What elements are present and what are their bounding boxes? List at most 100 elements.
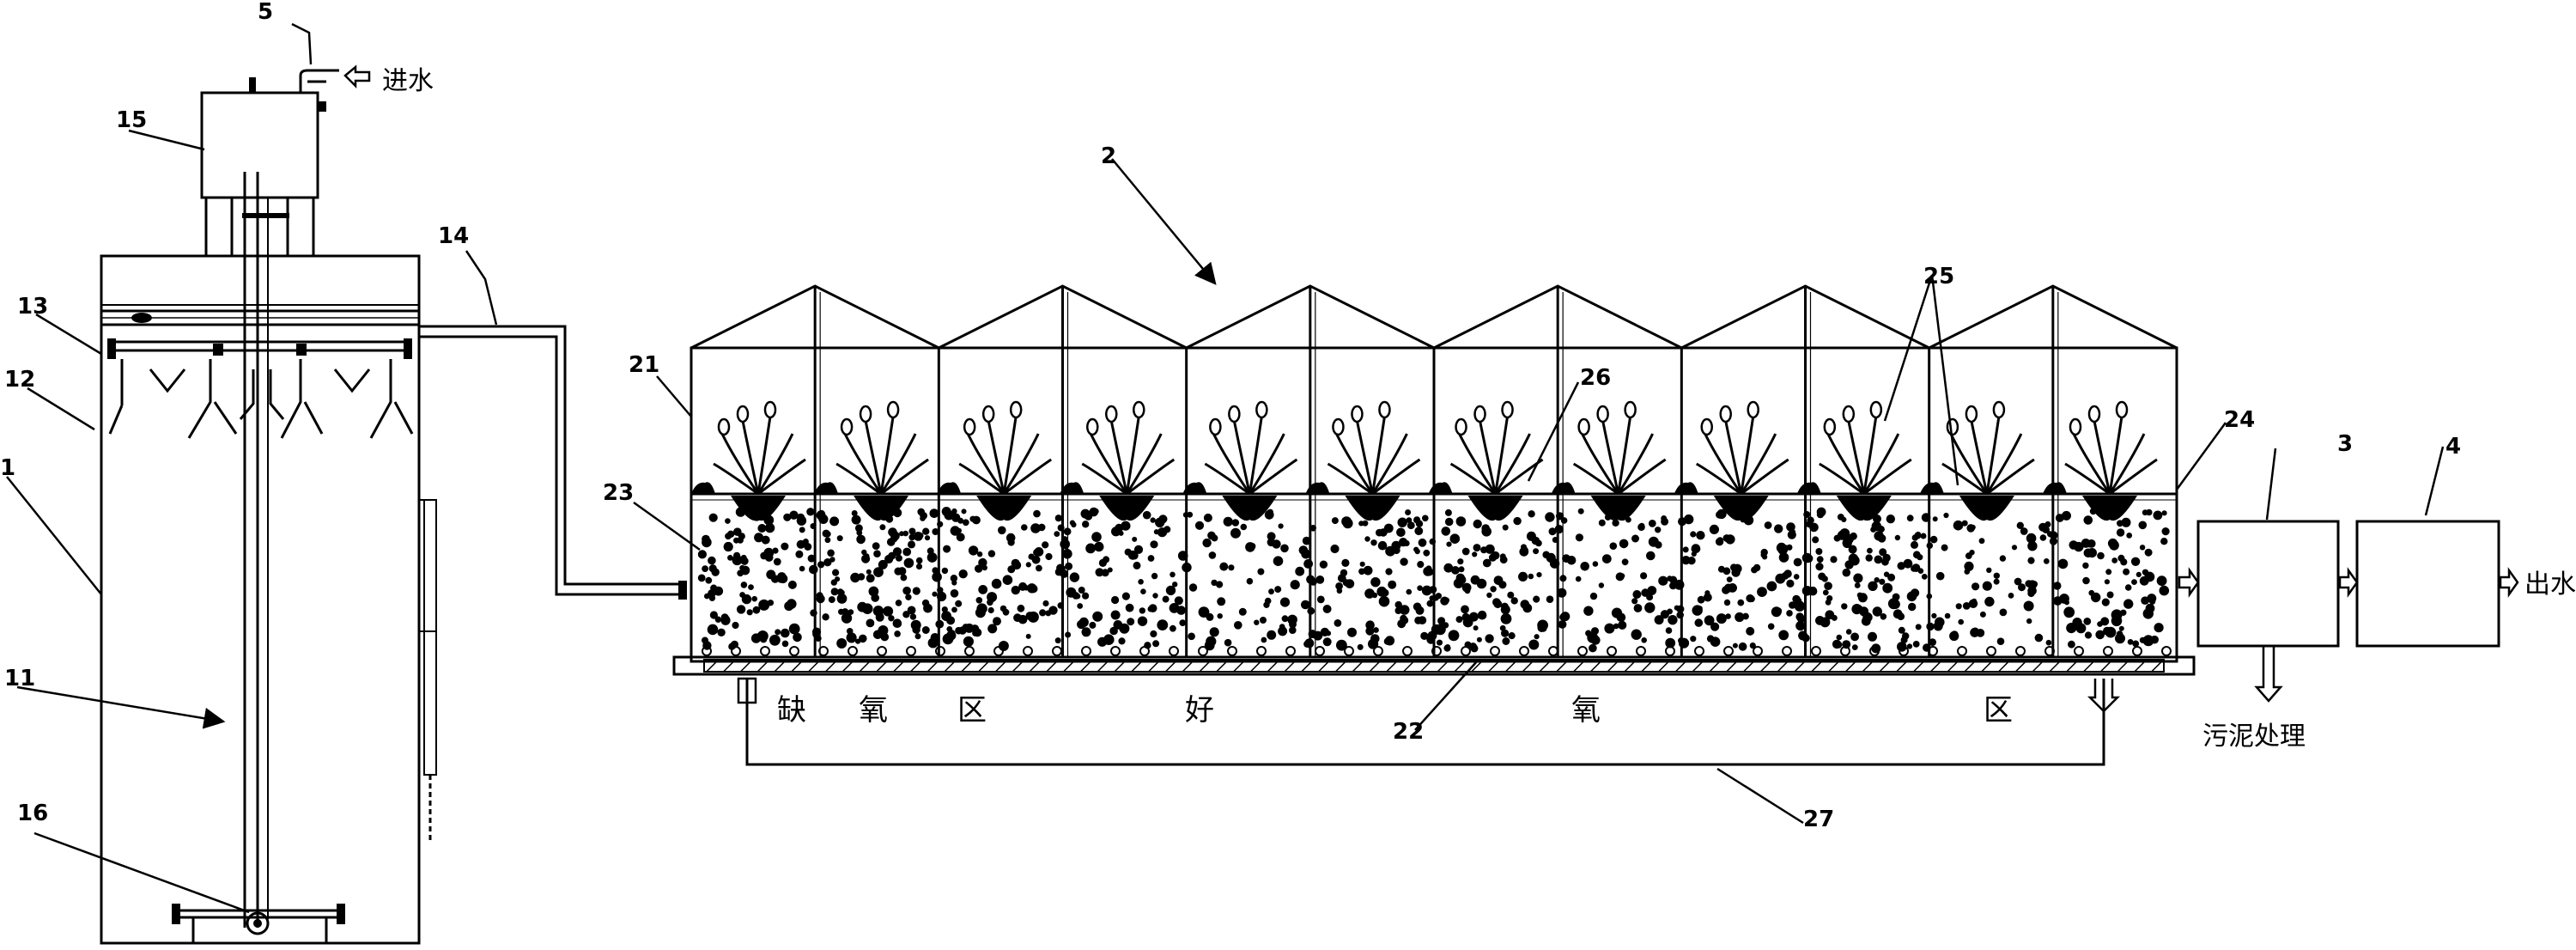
media-particle xyxy=(1444,508,1452,516)
media-particle xyxy=(902,586,911,595)
media-particle xyxy=(1007,565,1016,574)
media-particle xyxy=(1415,520,1424,527)
media-particle xyxy=(1335,582,1343,590)
media-particle xyxy=(1264,509,1274,520)
media-particle xyxy=(1337,574,1346,582)
media-particle xyxy=(1392,546,1400,555)
media-particle xyxy=(1837,514,1844,521)
media-particle xyxy=(2149,598,2156,605)
media-particle xyxy=(1091,532,1102,542)
media-particle xyxy=(1978,538,1985,545)
media-particle xyxy=(1611,607,1623,618)
media-particle xyxy=(1457,558,1464,565)
media-particle xyxy=(1414,527,1424,536)
media-particle xyxy=(1778,552,1789,563)
media-particle xyxy=(2118,625,2124,631)
media-particle xyxy=(708,513,718,522)
media-particle xyxy=(2027,541,2038,551)
media-particle xyxy=(1943,512,1949,519)
media-particle xyxy=(2039,534,2047,541)
zone-char-2: 氧 xyxy=(859,693,888,728)
media-particle xyxy=(732,555,743,566)
media-pebble xyxy=(731,646,741,656)
media-particle xyxy=(750,633,762,643)
media-particle xyxy=(1435,624,1446,636)
media-particle xyxy=(1274,586,1282,594)
media-particle xyxy=(2042,526,2050,533)
inlet-pipe xyxy=(299,64,371,93)
media-particle xyxy=(1127,618,1135,626)
media-particle xyxy=(738,533,745,540)
media-particle xyxy=(888,615,895,622)
media-particle xyxy=(2083,515,2093,525)
media-particle xyxy=(1077,603,1084,609)
media-pebble xyxy=(1081,646,1091,656)
media-particle xyxy=(1025,633,1031,639)
media-particle xyxy=(1520,600,1530,609)
media-particle xyxy=(1566,556,1577,565)
media-particle xyxy=(1619,539,1629,549)
media-particle xyxy=(880,632,890,642)
media-particle xyxy=(1267,532,1276,541)
media-particle xyxy=(2097,551,2105,560)
media-particle xyxy=(1660,610,1669,619)
media-particle xyxy=(1423,549,1431,557)
media-particle xyxy=(723,541,733,552)
media-particle xyxy=(1592,561,1599,567)
media-particle xyxy=(741,594,752,605)
media-particle xyxy=(1556,512,1564,521)
media-particle xyxy=(1853,573,1863,583)
media-particle xyxy=(861,554,871,563)
media-particle xyxy=(1690,636,1697,642)
media-particle xyxy=(1510,597,1518,605)
media-particle xyxy=(1868,631,1877,642)
media-particle xyxy=(902,611,910,618)
media-particle xyxy=(1074,593,1081,600)
media-particle xyxy=(827,549,835,557)
media-particle xyxy=(1179,619,1187,626)
media-particle xyxy=(1420,631,1429,641)
media-particle xyxy=(1316,595,1325,604)
media-particle xyxy=(1676,605,1685,613)
media-particle xyxy=(1704,615,1715,626)
media-particle xyxy=(1834,641,1843,649)
media-particle xyxy=(1322,605,1332,613)
media-particle xyxy=(1208,551,1217,559)
media-particle xyxy=(854,524,863,533)
media-particle xyxy=(1933,621,1943,631)
media-particle xyxy=(2064,600,2069,606)
media-particle xyxy=(1309,578,1317,586)
label-14: 14 xyxy=(438,223,469,249)
media-particle xyxy=(866,574,875,583)
media-particle xyxy=(1219,562,1229,571)
media-particle xyxy=(2055,514,2064,522)
media-particle xyxy=(2161,510,2167,516)
media-particle xyxy=(1451,566,1460,575)
media-particle xyxy=(1795,612,1804,621)
media-particle xyxy=(987,624,998,634)
media-particle xyxy=(1890,600,1900,609)
media-particle xyxy=(757,524,767,533)
media-particle xyxy=(1461,605,1469,614)
media-particle xyxy=(915,563,923,570)
media-particle xyxy=(822,613,829,621)
media-particle xyxy=(1202,538,1212,548)
media-particle xyxy=(2130,557,2141,566)
media-particle xyxy=(941,567,949,575)
media-pebble xyxy=(789,646,799,656)
media-particle xyxy=(2131,579,2137,585)
media-particle xyxy=(1842,538,1852,548)
media-particle xyxy=(1986,567,1992,573)
media-particle xyxy=(807,554,816,563)
media-particle xyxy=(839,589,845,596)
top-tank xyxy=(200,77,326,928)
media-particle xyxy=(975,597,983,604)
media-particle xyxy=(717,628,726,636)
media-particle xyxy=(1609,542,1618,550)
media-particle xyxy=(1815,548,1823,555)
media-particle xyxy=(2127,639,2134,645)
media-particle xyxy=(1443,644,1451,652)
media-particle xyxy=(2104,579,2110,585)
media-particle xyxy=(937,587,944,594)
media-particle xyxy=(781,628,790,638)
